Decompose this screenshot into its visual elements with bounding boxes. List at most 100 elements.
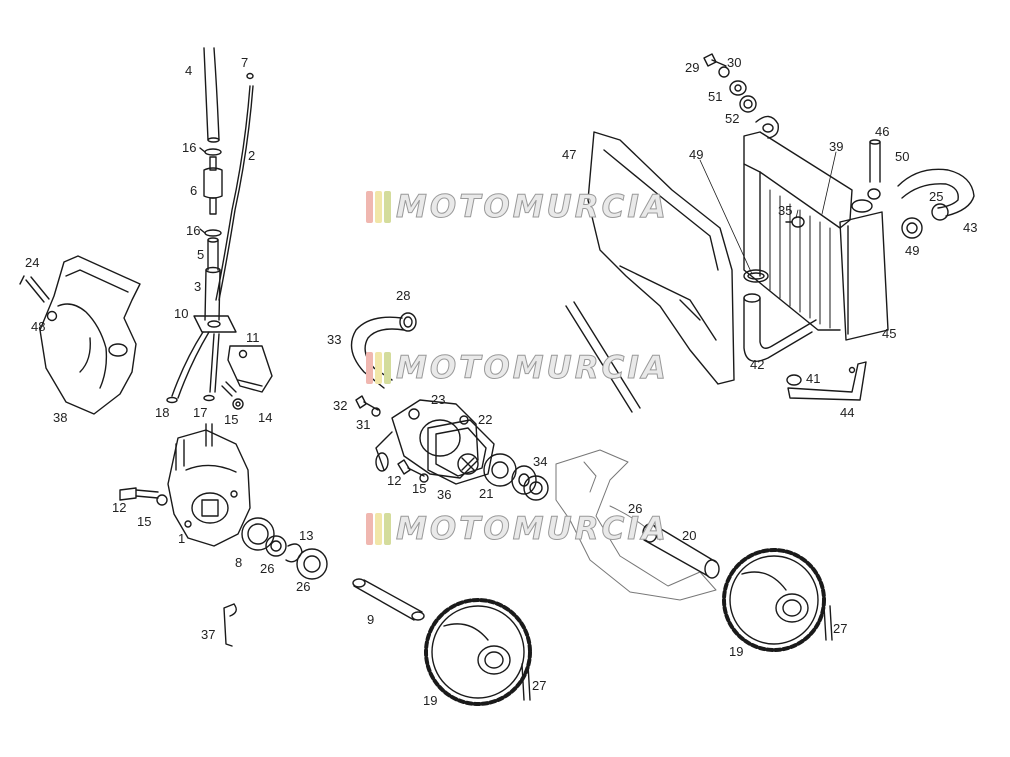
part-label: 26 [628,501,643,516]
hose-clip-lower [199,228,222,237]
part-label: 41 [806,371,821,386]
watermark-bar-3 [384,513,391,545]
part-label: 35 [778,203,793,218]
drive-shaft [642,523,720,579]
part-label: 25 [929,189,944,204]
part-label: 33 [327,332,342,347]
belt-cover [39,255,141,415]
hose-segment [207,237,219,271]
watermark-bar-2 [375,352,382,384]
leader-lines [699,151,837,275]
hose-main [204,266,221,321]
mounting-hardware [703,53,757,113]
pump-rings [265,535,328,580]
radiator-hose-upper [897,168,975,221]
housing-screw-right [397,459,429,483]
water-pump-housing [375,399,479,479]
part-label: 30 [727,55,742,70]
radiator-hose-lower [743,293,817,362]
pump-screw [119,487,168,506]
impeller [457,453,479,475]
part-label: 6 [190,183,198,198]
pump-seal [241,517,275,551]
watermark-bar-3 [384,352,391,384]
part-label: 43 [963,220,978,235]
watermark-bar-1 [366,513,373,545]
part-label: 49 [689,147,704,162]
gear-right [722,548,826,652]
part-label: 45 [882,326,897,341]
drive-pin [352,578,425,621]
part-label: 11 [246,330,260,345]
watermark-top: MOTOMURCIA [366,189,669,226]
part-label: 49 [905,243,920,258]
part-label: 47 [562,147,577,162]
oil-hoses [166,331,220,404]
part-label: 48 [31,319,46,334]
part-label: 36 [437,487,452,502]
part-label: 29 [685,60,700,75]
part-label: 17 [193,405,208,420]
part-label: 12 [112,500,127,515]
drain-plug [785,216,805,228]
bracket [227,345,273,393]
control-cable [215,72,254,301]
watermark-bar-3 [384,191,391,223]
gear-center [424,598,532,706]
watermark-bar-1 [366,191,373,223]
hose-clamp-28 [399,312,417,332]
part-label: 19 [423,693,438,708]
housing-screw-left [355,395,381,417]
part-label: 39 [829,139,844,154]
hose-clip-upper [199,147,222,156]
part-label: 5 [197,247,205,262]
part-label: 3 [194,279,202,294]
part-label: 1 [178,531,186,546]
hose-clamp-left [743,269,769,283]
watermark-text: MOTOMURCIA [396,350,669,387]
gear-pin-right [823,605,833,641]
radiator-shroud [587,131,735,385]
part-label: 46 [875,124,890,139]
shaft-seals [483,453,549,501]
part-label: 15 [137,514,152,529]
watermark-text: MOTOMURCIA [396,189,669,226]
fuel-hose [203,47,220,143]
watermark-middle: MOTOMURCIA [366,350,669,387]
grommet [193,315,237,333]
part-label: 38 [53,410,68,425]
part-label: 27 [532,678,547,693]
watermark-bar-1 [366,352,373,384]
part-label: 26 [260,561,275,576]
part-label: 32 [333,398,348,413]
part-label: 16 [182,140,197,155]
part-label: 28 [396,288,411,303]
part-label: 19 [729,644,744,659]
watermark-bottom: MOTOMURCIA [366,511,669,548]
part-label: 16 [186,223,201,238]
part-label: 34 [533,454,548,469]
part-label: 20 [682,528,697,543]
part-label: 4 [185,63,193,78]
part-label: 44 [840,405,855,420]
part-label: 37 [201,627,216,642]
part-label: 42 [750,357,765,372]
part-label: 8 [235,555,243,570]
part-label: 7 [241,55,249,70]
watermark-text: MOTOMURCIA [396,511,669,548]
part-label: 9 [367,612,375,627]
part-label: 12 [387,473,402,488]
part-label: 14 [258,410,273,425]
oil-pump [167,423,251,547]
part-label: 31 [356,417,371,432]
part-label: 22 [478,412,493,427]
part-label: 50 [895,149,910,164]
watermark-bar-2 [375,191,382,223]
fuel-filter [203,156,223,215]
screw-and-washer [221,381,244,410]
retaining-clip [223,603,237,647]
hose-clamp-right [867,188,923,239]
water-pump-gasket [427,419,495,485]
